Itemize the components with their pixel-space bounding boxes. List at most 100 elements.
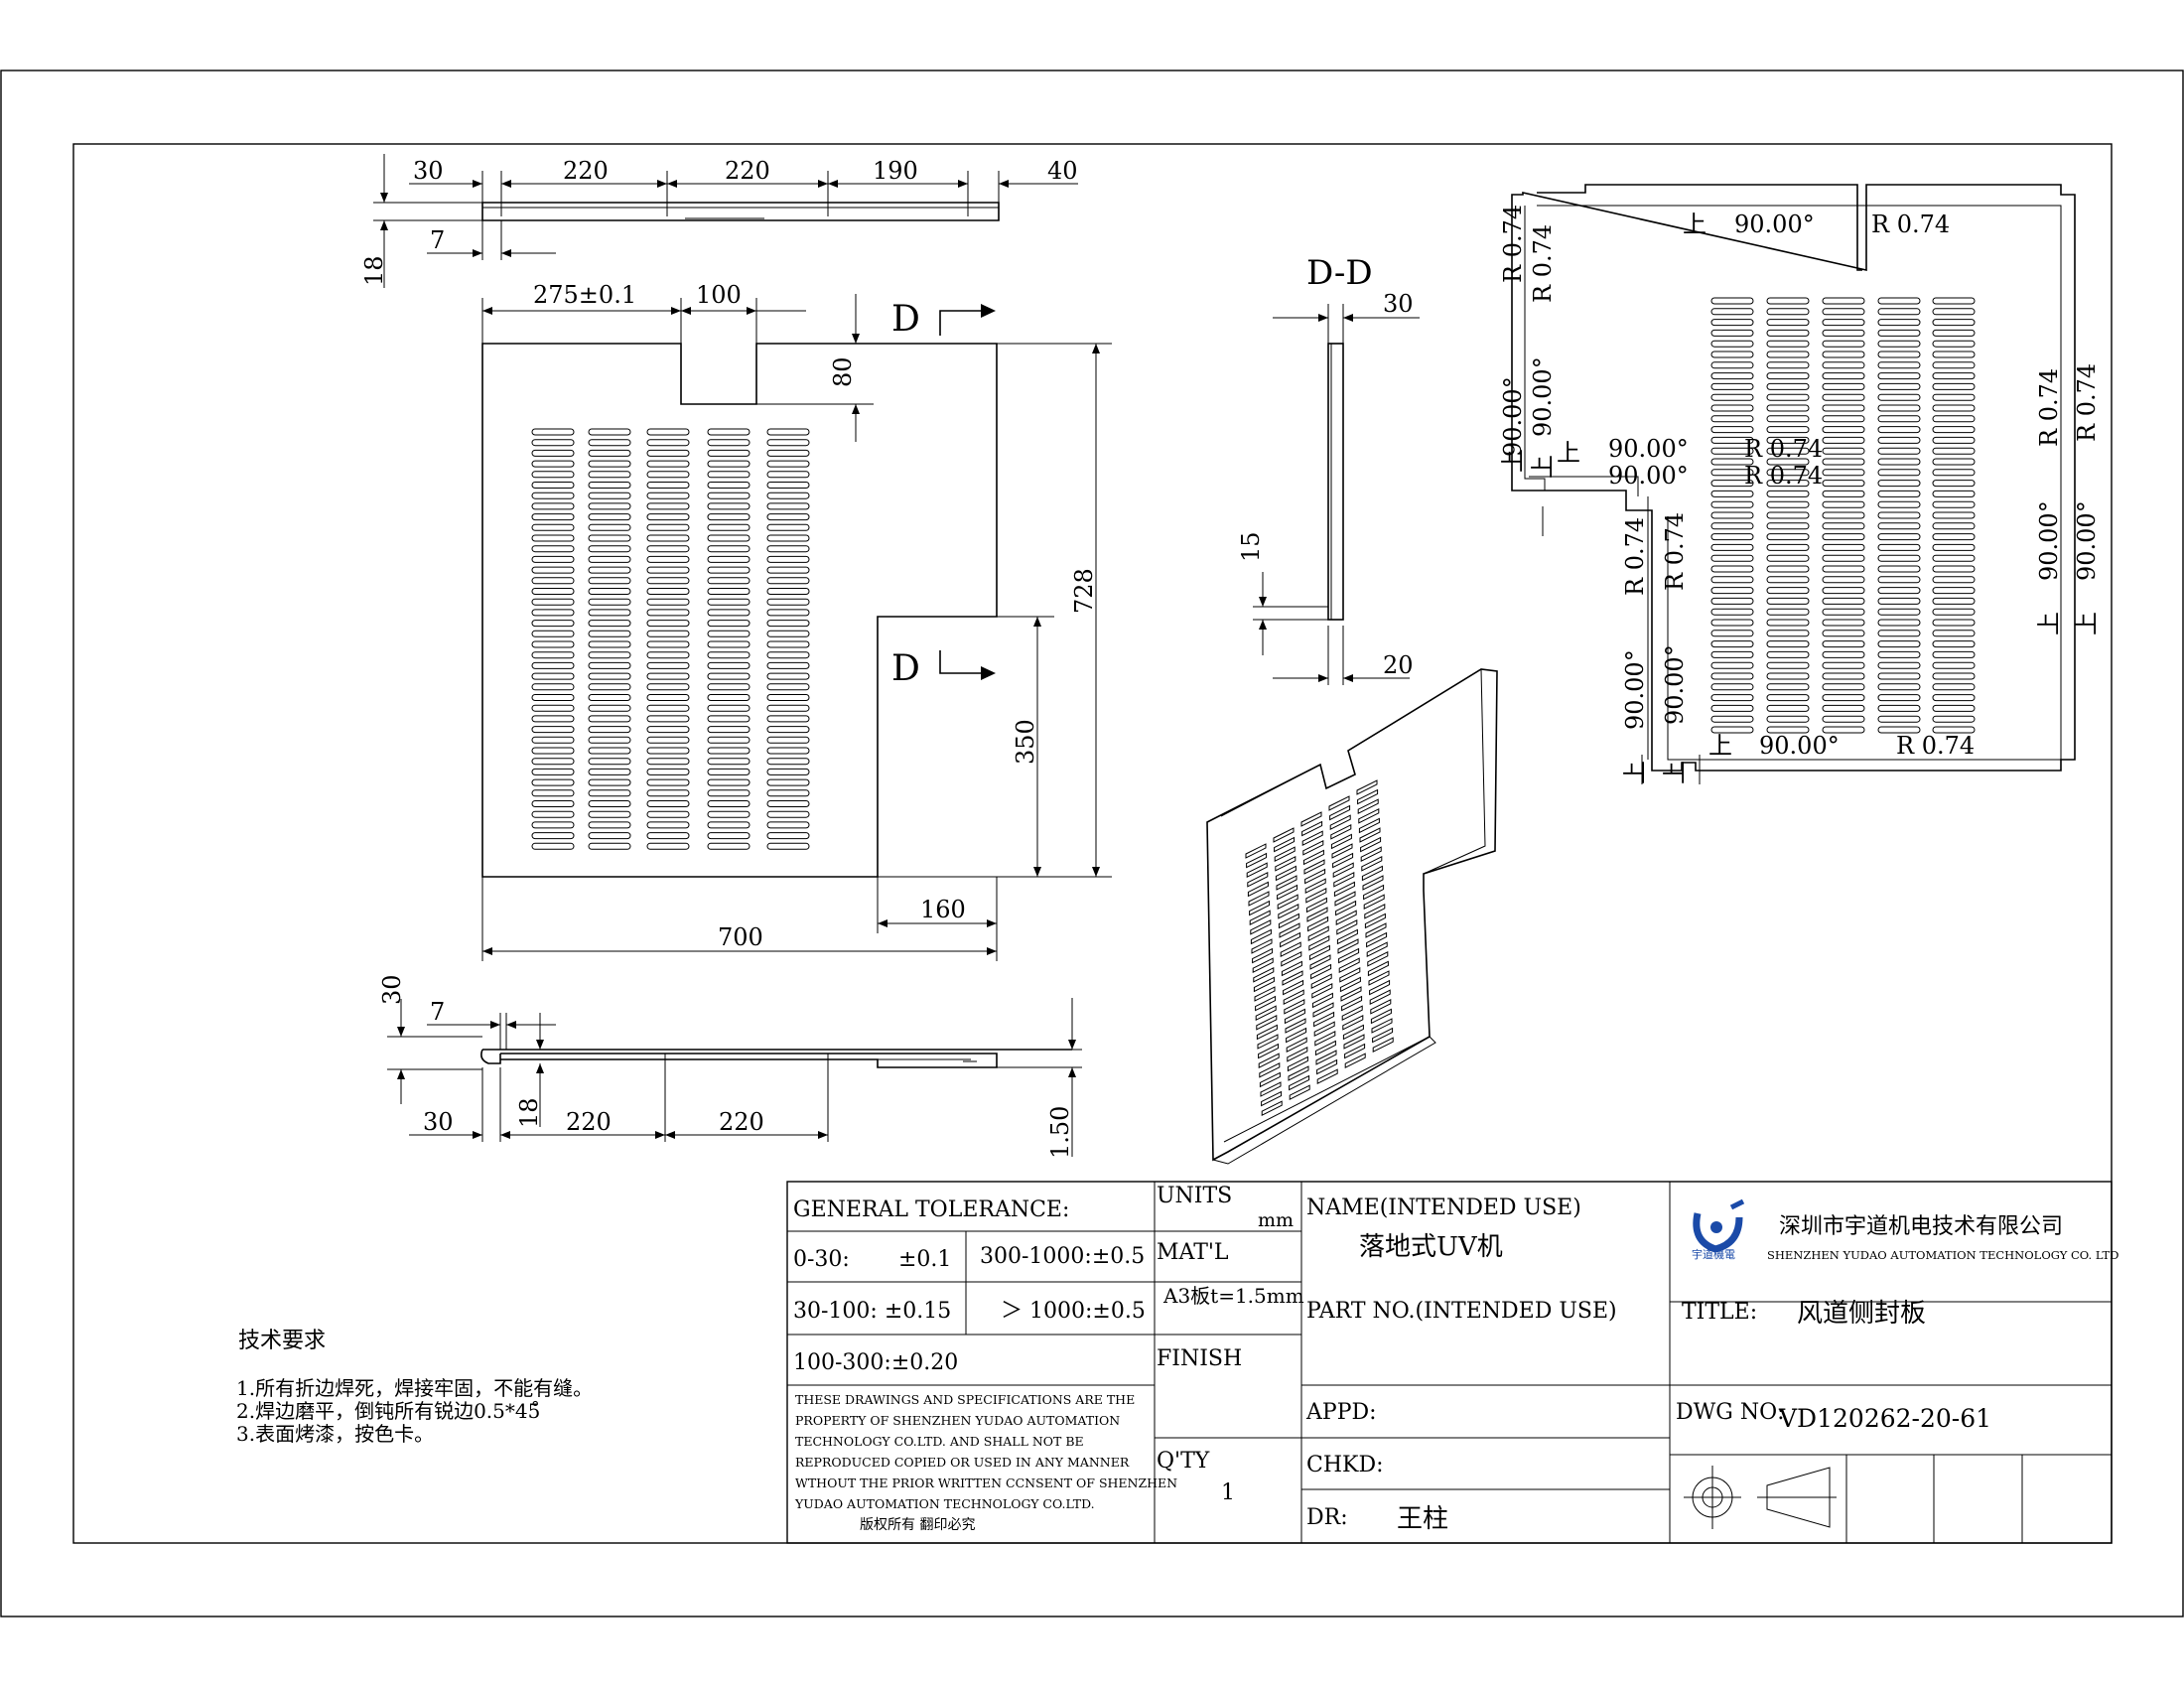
vent-slot [707,704,751,712]
dim-bottom-18: 18 [515,1097,543,1128]
iso-vent-slot [1367,950,1389,967]
vent-slot [1766,608,1810,616]
vent-slot [1932,650,1976,658]
dim-160: 160 [920,896,966,923]
iso-vent-slot [1357,788,1379,805]
vent-slot [1766,683,1810,691]
iso-vent-slot [1369,979,1391,996]
iso-vent-slot [1361,855,1383,872]
iso-vent-slot [1247,871,1269,888]
vent-slot [1877,533,1921,541]
vent-slot [766,789,810,797]
vent-slot [707,439,751,447]
vent-slot [531,523,575,531]
vent-slot [1822,630,1865,637]
dwg-no-label: DWG NO: [1676,1400,1785,1425]
vent-slot [1822,469,1865,477]
vent-slot [531,810,575,818]
tol-300-1000: 300-1000:±0.5 [980,1244,1145,1269]
vent-slot [588,513,631,521]
vent-slot [707,715,751,723]
vent-slot [1877,543,1921,551]
vent-slot [1932,522,1976,530]
flat-angle-top: 90.00° [1734,211,1815,238]
vent-slot [1932,436,1976,444]
iso-vent-slot [1330,833,1352,850]
vent-slot [531,683,575,691]
vent-slot [707,651,751,659]
vent-slot [766,758,810,766]
iso-vent-slot [1361,865,1383,882]
vent-slot [707,502,751,510]
vent-slot [1877,393,1921,401]
vent-slot [1766,565,1810,573]
vent-slot [1932,694,1976,702]
iso-vent-slot [1287,1055,1308,1072]
vent-slot [1932,533,1976,541]
vent-slot [1877,469,1921,477]
vent-slot [1766,650,1810,658]
vent-slot [588,778,631,786]
vent-slot [1710,500,1754,508]
iso-vent-slot [1315,1050,1337,1065]
iso-vent-slot [1282,970,1303,986]
vent-slot [1710,458,1754,466]
vent-slot [1710,511,1754,519]
vent-slot [1822,533,1865,541]
vent-slot [1766,511,1810,519]
vent-slot [646,439,690,447]
vent-slot [588,651,631,659]
vent-slot [707,428,751,436]
section-dd: D-D 30 15 20 [1237,253,1420,685]
dr-label: DR: [1306,1505,1348,1530]
chkd-label: CHKD: [1306,1453,1384,1477]
iso-vent-slot [1307,925,1329,942]
vent-slot [766,800,810,807]
vent-slot [766,523,810,531]
iso-vent-slot [1302,839,1324,856]
vent-slot [646,588,690,595]
vent-slot [1877,500,1921,508]
vent-slot [707,545,751,553]
note-1: 1.所有折边焊死，焊接牢固，不能有缝。 [236,1376,593,1400]
vent-slot [1710,715,1754,723]
iso-vent-slot [1256,1014,1278,1031]
vent-slot [1822,297,1865,305]
vent-slot [588,789,631,797]
vent-slot [588,492,631,499]
iso-vent-slot [1289,1084,1310,1101]
iso-vent-slot [1344,1053,1366,1069]
iso-vent-slot [1360,846,1382,863]
vent-slot [1877,308,1921,316]
iso-vent-slot [1344,1043,1366,1059]
vent-slot [1766,587,1810,595]
iso-vent-slot [1259,1061,1281,1078]
vent-slot [766,555,810,563]
vent-slot [1710,351,1754,358]
vent-slot [766,598,810,606]
vent-slot [1766,704,1810,712]
iso-vent-slot [1284,998,1305,1015]
vent-slot [646,620,690,628]
vent-slot [646,502,690,510]
vent-slot [1710,650,1754,658]
flat-radius-mid1: R 0.74 [1744,435,1823,463]
vent-slot [766,768,810,775]
vent-slot [766,726,810,734]
flat-bend-lower2: 上 [1661,761,1689,784]
vent-slot [1766,543,1810,551]
vent-slot [1932,726,1976,734]
vent-slot [531,651,575,659]
vent-slot [1877,640,1921,648]
top-view: 30 220 220 190 40 7 18 [360,154,1078,288]
flat-radius-right2: R 0.74 [2073,363,2101,442]
vent-slot [588,598,631,606]
iso-vent-slot [1246,862,1268,879]
vent-slot [1822,619,1865,627]
iso-vent-slot [1372,1027,1394,1044]
title-label: TITLE: [1682,1300,1757,1325]
vent-slot [588,620,631,628]
flat-bend-mid: 上 [1557,439,1580,467]
vent-slot [1932,608,1976,616]
disclaimer: THESE DRAWINGS AND SPECIFICATIONS ARE TH… [794,1392,1177,1533]
